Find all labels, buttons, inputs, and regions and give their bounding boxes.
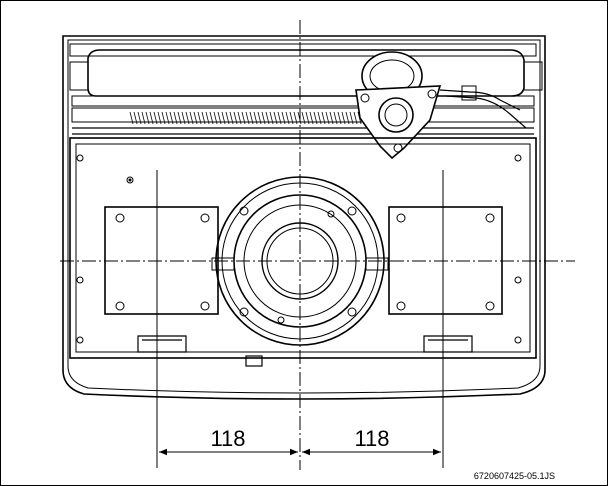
fin-line (165, 111, 170, 125)
fin-line (185, 111, 190, 125)
fin-line (157, 111, 162, 125)
fin-line (245, 111, 250, 125)
fin-line (217, 111, 222, 125)
fin-line (305, 111, 310, 125)
fin-line (145, 111, 150, 125)
fin-line (149, 111, 154, 125)
front-panel (69, 137, 537, 359)
fin-line (265, 111, 270, 125)
fin-line (129, 111, 134, 125)
housing (62, 35, 546, 400)
fin-line (241, 111, 246, 125)
fin-line (349, 111, 354, 125)
fin-line (181, 111, 186, 125)
fan-motor (355, 51, 527, 160)
dimension-label-right: 118 (354, 426, 389, 451)
fin-line (257, 111, 262, 125)
fin-line (301, 111, 306, 125)
fin-line (333, 111, 338, 125)
fin-line (277, 111, 282, 125)
fin-line (177, 111, 182, 125)
fin-line (233, 111, 238, 125)
fin-line (325, 111, 330, 125)
fin-line (313, 111, 318, 125)
fin-line (353, 111, 358, 125)
fin-line (269, 111, 274, 125)
fin-line (249, 111, 254, 125)
fin-line (205, 111, 210, 125)
fin-line (209, 111, 214, 125)
fin-line (221, 111, 226, 125)
fin-line (293, 111, 298, 125)
fin-line (193, 111, 198, 125)
fin-line (141, 111, 146, 125)
fin-line (309, 111, 314, 125)
fin-line (345, 111, 350, 125)
exchanger-fins (129, 111, 362, 125)
fin-line (281, 111, 286, 125)
fin-line (253, 111, 258, 125)
fin-line (341, 111, 346, 125)
fin-line (213, 111, 218, 125)
fin-line (329, 111, 334, 125)
extension-lines (156, 170, 444, 468)
center-lines (60, 20, 575, 470)
fin-line (273, 111, 278, 125)
fin-line (237, 111, 242, 125)
fin-line (337, 111, 342, 125)
fin-line (197, 111, 202, 125)
bottom-brackets (137, 335, 473, 367)
fin-line (153, 111, 158, 125)
fin-line (173, 111, 178, 125)
figure-reference-code: 6720607425-05.1JS (474, 471, 555, 481)
fin-line (289, 111, 294, 125)
fin-line (321, 111, 326, 125)
fin-line (133, 111, 138, 125)
dimension-label-left: 118 (210, 426, 245, 451)
fin-line (317, 111, 322, 125)
fin-line (229, 111, 234, 125)
fin-line (137, 111, 142, 125)
fin-line (169, 111, 174, 125)
fin-line (201, 111, 206, 125)
tube-assembly (69, 43, 543, 135)
fin-line (225, 111, 230, 125)
fin-line (261, 111, 266, 125)
fin-line (189, 111, 194, 125)
fin-line (285, 111, 290, 125)
fin-line (161, 111, 166, 125)
